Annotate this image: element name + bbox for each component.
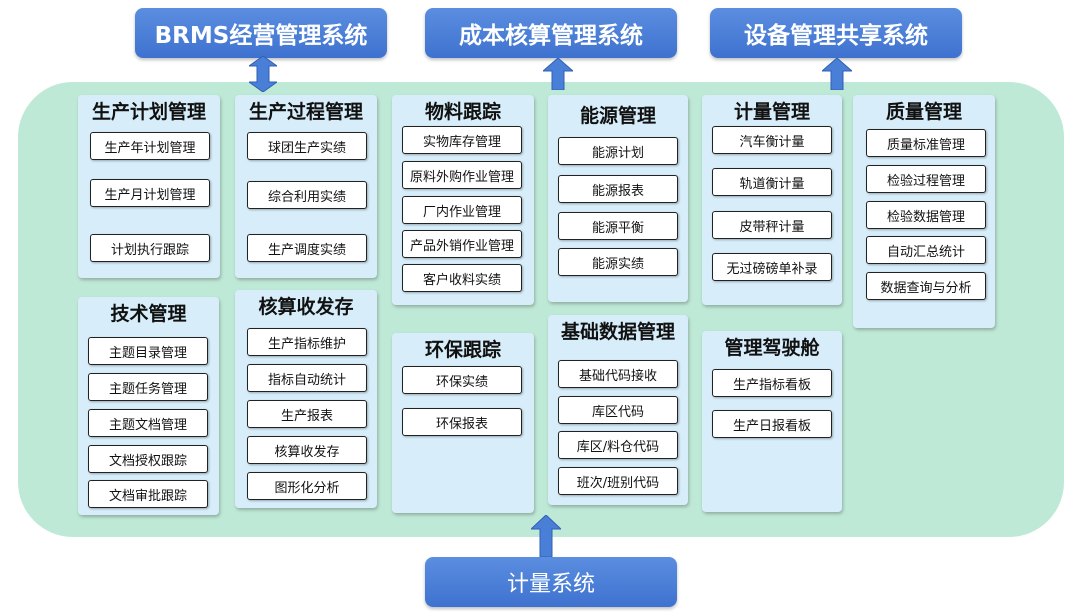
item-doc-approval: 文档审批跟踪	[88, 480, 208, 508]
item-customer-receipt: 客户收料实绩	[402, 264, 522, 292]
item-energy-results: 能源实绩	[558, 248, 678, 276]
item-topic-catalog: 主题目录管理	[88, 337, 208, 365]
item-product-sales: 产品外销作业管理	[402, 230, 522, 258]
panel-production-plan: 生产计划管理 生产年计划管理 生产月计划管理 计划执行跟踪	[78, 95, 220, 278]
item-env-report: 环保报表	[402, 408, 522, 436]
item-energy-report: 能源报表	[558, 175, 678, 203]
equipment-system-box: 设备管理共享系统	[710, 8, 962, 58]
panel-title: 基础数据管理	[560, 321, 675, 343]
item-plan-tracking: 计划执行跟踪	[90, 234, 210, 262]
brms-system-box: BRMS经营管理系统	[135, 8, 387, 58]
panel-material-tracking: 物料跟踪 实物库存管理 原料外购作业管理 厂内作业管理 产品外销作业管理 客户收…	[392, 95, 534, 305]
panel-basic-data: 基础数据管理 基础代码接收 库区代码 库区/料仓代码 班次/班别代码	[548, 315, 688, 505]
panel-title: 生产计划管理	[91, 101, 206, 123]
panel-title: 核算收发存	[258, 296, 354, 318]
item-belt-scale: 皮带秤计量	[712, 211, 832, 239]
item-comprehensive-use: 综合利用实绩	[247, 181, 367, 209]
item-auto-summary: 自动汇总统计	[866, 236, 986, 264]
panel-accounting: 核算收发存 生产指标维护 指标自动统计 生产报表 核算收发存 图形化分析	[235, 290, 377, 508]
item-inventory: 实物库存管理	[402, 126, 522, 154]
item-monthly-plan: 生产月计划管理	[90, 179, 210, 207]
item-inspection-data: 检验数据管理	[866, 201, 986, 229]
panel-environmental: 环保跟踪 环保实绩 环保报表	[392, 333, 534, 513]
panel-metering-management: 计量管理 汽车衡计量 轨道衡计量 皮带秤计量 无过磅磅单补录	[702, 95, 842, 305]
item-dispatch-results: 生产调度实绩	[247, 234, 367, 262]
item-annual-plan: 生产年计划管理	[90, 132, 210, 160]
panel-title: 物料跟踪	[424, 101, 501, 123]
item-bin-code: 库区/料仓代码	[558, 431, 678, 459]
metering-up-arrow	[531, 515, 561, 557]
panel-title: 质量管理	[885, 101, 962, 123]
panel-cockpit: 管理驾驶舱 生产指标看板 生产日报看板	[702, 331, 842, 512]
item-pellet-production: 球团生产实绩	[247, 132, 367, 160]
panel-title: 能源管理	[579, 105, 656, 127]
item-area-code: 库区代码	[558, 396, 678, 424]
panel-quality: 质量管理 质量标准管理 检验过程管理 检验数据管理 自动汇总统计 数据查询与分析	[853, 95, 995, 328]
item-doc-authorization: 文档授权跟踪	[88, 445, 208, 473]
item-indicator-maintenance: 生产指标维护	[247, 328, 367, 356]
item-accounting-inout: 核算收发存	[247, 436, 367, 464]
item-internal-ops: 厂内作业管理	[402, 196, 522, 224]
brms-double-arrow	[249, 56, 277, 92]
item-shift-code: 班次/班别代码	[558, 467, 678, 495]
panel-energy: 能源管理 能源计划 能源报表 能源平衡 能源实绩	[548, 95, 688, 302]
panel-title: 技术管理	[110, 303, 187, 325]
panel-technology: 技术管理 主题目录管理 主题任务管理 主题文档管理 文档授权跟踪 文档审批跟踪	[78, 297, 219, 515]
item-energy-plan: 能源计划	[558, 137, 678, 165]
panel-title: 生产过程管理	[248, 101, 363, 123]
item-raw-purchase: 原料外购作业管理	[402, 161, 522, 189]
item-env-results: 环保实绩	[402, 366, 522, 394]
item-daily-board: 生产日报看板	[712, 410, 832, 438]
panel-title: 管理驾驶舱	[724, 337, 820, 359]
item-topic-document: 主题文档管理	[88, 409, 208, 437]
cost-system-box: 成本核算管理系统	[425, 8, 677, 58]
item-quality-standard: 质量标准管理	[866, 129, 986, 157]
item-graphical-analysis: 图形化分析	[247, 472, 367, 500]
item-energy-balance: 能源平衡	[558, 212, 678, 240]
panel-production-process: 生产过程管理 球团生产实绩 综合利用实绩 生产调度实绩	[235, 95, 377, 278]
cost-up-arrow	[543, 58, 573, 90]
item-truck-scale: 汽车衡计量	[712, 126, 832, 154]
item-base-code: 基础代码接收	[558, 360, 678, 388]
metering-system-box: 计量系统	[425, 557, 677, 607]
equipment-up-arrow	[822, 58, 852, 90]
item-topic-task: 主题任务管理	[88, 373, 208, 401]
panel-title: 计量管理	[733, 101, 810, 123]
panel-title: 环保跟踪	[424, 339, 501, 361]
item-indicator-statistics: 指标自动统计	[247, 364, 367, 392]
item-manual-entry: 无过磅磅单补录	[712, 253, 832, 281]
item-indicator-board: 生产指标看板	[712, 369, 832, 397]
item-inspection-process: 检验过程管理	[866, 165, 986, 193]
item-rail-scale: 轨道衡计量	[712, 168, 832, 196]
item-data-query: 数据查询与分析	[866, 272, 986, 300]
item-production-report: 生产报表	[247, 400, 367, 428]
